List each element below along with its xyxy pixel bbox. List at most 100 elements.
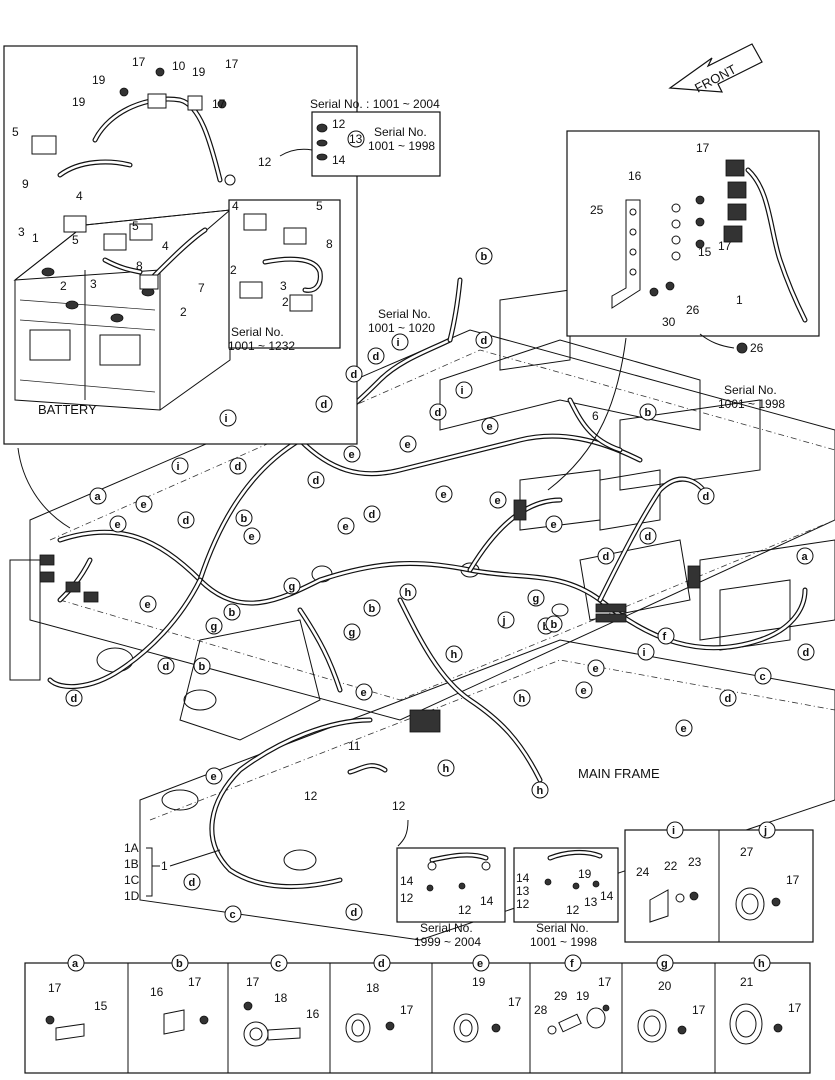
clip-tag-circle	[223, 603, 241, 621]
harness-id: 1C	[124, 873, 140, 887]
clip-tag-circle	[475, 247, 493, 265]
clip-tag-circle	[343, 445, 361, 463]
clip-tag-circle	[719, 689, 737, 707]
clip-tag-circle	[754, 667, 772, 685]
clip-tag-letter: e	[405, 439, 411, 451]
callout: 16	[306, 1007, 320, 1021]
callout: 14	[400, 874, 414, 888]
detail-letter: a	[72, 958, 79, 970]
callout: 26	[750, 341, 764, 355]
callout: 8	[136, 259, 143, 273]
callout: 1	[32, 231, 39, 245]
callout: 13	[349, 132, 363, 146]
callout: 4	[76, 189, 83, 203]
main-frame-title: MAIN FRAME	[578, 766, 660, 781]
detail-row: a 17 15 b 16 17 c 17 18 16 d 18 17 e	[24, 954, 811, 1074]
clip-tag-circle	[219, 409, 237, 427]
clip-tag-letter: g	[289, 581, 296, 593]
clip-tag-letter: e	[551, 519, 557, 531]
clip-tag-circle	[445, 645, 463, 663]
detail-letter: e	[477, 958, 483, 970]
clip-tag-circle	[363, 599, 381, 617]
callout: 23	[688, 855, 702, 869]
sub-serial-range: 1001 ~ 1998	[368, 139, 435, 153]
clip-tag-circle	[399, 583, 417, 601]
callout: 26	[686, 303, 700, 317]
clip-tag-letter: d	[71, 693, 78, 705]
callout: 20	[658, 979, 672, 993]
clip-tag-circle	[345, 365, 363, 383]
callout: 7	[198, 281, 205, 295]
callout: 17	[246, 975, 260, 989]
callout: 19	[578, 867, 592, 881]
callout: 8	[326, 237, 333, 251]
clip-tag-letter: e	[145, 599, 151, 611]
clip-tag-letter: e	[581, 685, 587, 697]
detail-letter: c	[275, 958, 281, 970]
callout: 2	[230, 263, 237, 277]
clip-tag-letter: i	[397, 337, 400, 349]
clip-tag-circle	[315, 395, 333, 413]
callout: 14	[516, 871, 530, 885]
clip-tag-letter: e	[249, 531, 255, 543]
serial-range: 1001 ~ 1020	[368, 321, 435, 335]
clip-tag-letter: g	[533, 593, 540, 605]
clip-tag-letter: b	[481, 251, 488, 263]
clip-tag-circle	[243, 527, 261, 545]
battery-box: 17 10 19 17 17 19 19 5 12 9 4 5 3 1 5 4 …	[3, 45, 358, 445]
clip-tag-letter: d	[351, 907, 358, 919]
clip-tag-letter: b	[199, 661, 206, 673]
clip-tag-circle	[345, 903, 363, 921]
callout: 17	[508, 995, 522, 1009]
callout: 3	[90, 277, 97, 291]
callout: 22	[664, 859, 678, 873]
clip-tag-letter: d	[351, 369, 358, 381]
clip-tag-circle	[796, 547, 814, 565]
clip-tag-letter: b	[543, 621, 550, 633]
callout: 12	[400, 891, 414, 905]
clip-tag-letter: c	[230, 909, 236, 921]
clip-tag-letter: h	[443, 763, 450, 775]
callout: 2	[60, 279, 67, 293]
harness-id: 1D	[124, 889, 140, 903]
detail-letter: f	[570, 958, 574, 970]
clip-tag-circle	[391, 333, 409, 351]
serial-label: Serial No.	[724, 383, 777, 397]
clip-tag-circle	[229, 457, 247, 475]
clip-tag-circle	[355, 683, 373, 701]
clip-tag-circle	[183, 873, 201, 891]
serial-label: Serial No.	[231, 325, 284, 339]
callout: 16	[628, 169, 642, 183]
callout: 12	[566, 903, 580, 917]
clip-tag-letter: i	[643, 647, 646, 659]
clip-tag-circle	[455, 381, 473, 399]
callout: 16	[150, 985, 164, 999]
callout: 5	[72, 233, 79, 247]
clip-tag-circle	[639, 403, 657, 421]
clip-tag-letter: a	[802, 551, 809, 563]
callout: 19	[576, 989, 590, 1003]
clip-tag-letter: d	[481, 335, 488, 347]
clip-tag-letter: e	[361, 687, 367, 699]
clip-tag-circle	[109, 515, 127, 533]
clip-tag-letter: e	[141, 499, 147, 511]
clip-tag-circle	[697, 487, 715, 505]
callout: 17	[786, 873, 800, 887]
clip-tag-letter: e	[115, 519, 121, 531]
callout: 2	[282, 295, 289, 309]
callout: 17	[225, 57, 239, 71]
clip-tag-letter: g	[349, 627, 356, 639]
clip-tag-letter: b	[241, 513, 248, 525]
detail-letter: j	[763, 825, 767, 837]
clip-tag-circle	[639, 527, 657, 545]
callout: 17	[696, 141, 710, 155]
detail-ij: i j 24 22 23 27 17	[624, 821, 814, 943]
detail-letter: h	[758, 958, 765, 970]
callout: 6	[592, 409, 599, 423]
callout: 19	[72, 95, 86, 109]
callout: 4	[162, 239, 169, 253]
clip-tag-letter: b	[551, 619, 558, 631]
clip-tag-letter: d	[369, 509, 376, 521]
clip-tag-circle	[307, 471, 325, 489]
detail-letter: b	[176, 958, 183, 970]
